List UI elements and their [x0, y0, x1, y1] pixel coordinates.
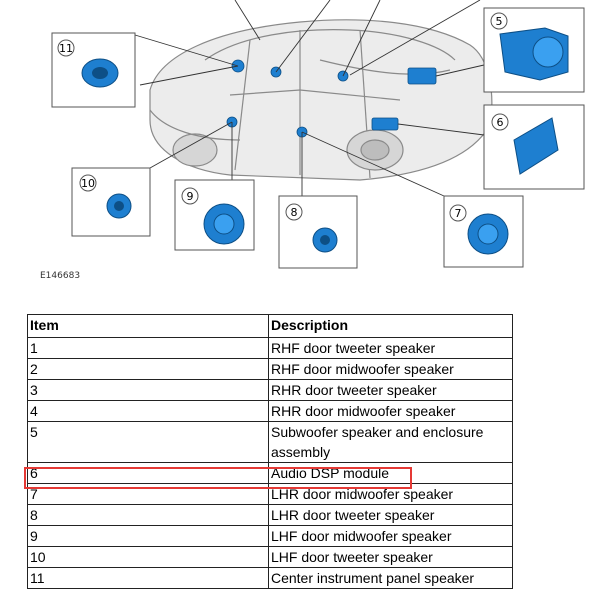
item-cell: 10: [27, 546, 269, 568]
item-cell: 7: [27, 483, 269, 505]
installed-components: [226, 59, 437, 138]
callout-7: 7: [443, 195, 524, 268]
item-cell: 9: [27, 525, 269, 547]
svg-text:10: 10: [81, 177, 95, 190]
callout-8: 8: [278, 195, 358, 269]
description-cell: Subwoofer speaker and enclosure assembly: [267, 421, 514, 463]
item-cell: 11: [27, 567, 269, 589]
figure-reference-code: E146683: [40, 271, 81, 281]
svg-text:7: 7: [455, 207, 462, 220]
item-cell: 4: [27, 400, 269, 422]
leader-lines: [134, 0, 485, 197]
callout-9: 9: [174, 179, 255, 251]
column-header-description: Description: [267, 314, 514, 338]
callout-10: 10: [71, 167, 151, 237]
item-cell: 1: [27, 337, 269, 359]
description-cell: LHF door midwoofer speaker: [267, 525, 514, 547]
vehicle-silhouette: [149, 19, 493, 181]
item-cell: 5: [27, 421, 269, 463]
item-cell: 3: [27, 379, 269, 401]
description-cell: LHR door tweeter speaker: [267, 504, 514, 526]
description-cell: RHF door midwoofer speaker: [267, 358, 514, 380]
callout-11: 11: [51, 32, 136, 108]
vehicle-audio-diagram: 11 10 9 8 7 6: [51, 0, 585, 269]
svg-text:5: 5: [496, 15, 503, 28]
table-header-row: Item Description: [27, 314, 514, 338]
svg-text:6: 6: [497, 116, 504, 129]
item-cell: 8: [27, 504, 269, 526]
description-cell: Center instrument panel speaker: [267, 567, 514, 589]
description-cell: LHR door midwoofer speaker: [267, 483, 514, 505]
item-cell: 6: [27, 462, 269, 484]
item-cell: 2: [27, 358, 269, 380]
description-cell: LHF door tweeter speaker: [267, 546, 514, 568]
svg-text:11: 11: [59, 42, 73, 55]
callout-5: 5: [483, 7, 585, 93]
column-header-item: Item: [27, 314, 269, 338]
description-cell: Audio DSP module: [267, 462, 514, 484]
description-cell: RHF door tweeter speaker: [267, 337, 514, 359]
description-cell: RHR door midwoofer speaker: [267, 400, 514, 422]
svg-text:8: 8: [291, 206, 298, 219]
svg-text:9: 9: [187, 190, 194, 203]
description-cell: RHR door tweeter speaker: [267, 379, 514, 401]
callout-6: 6: [483, 104, 585, 190]
